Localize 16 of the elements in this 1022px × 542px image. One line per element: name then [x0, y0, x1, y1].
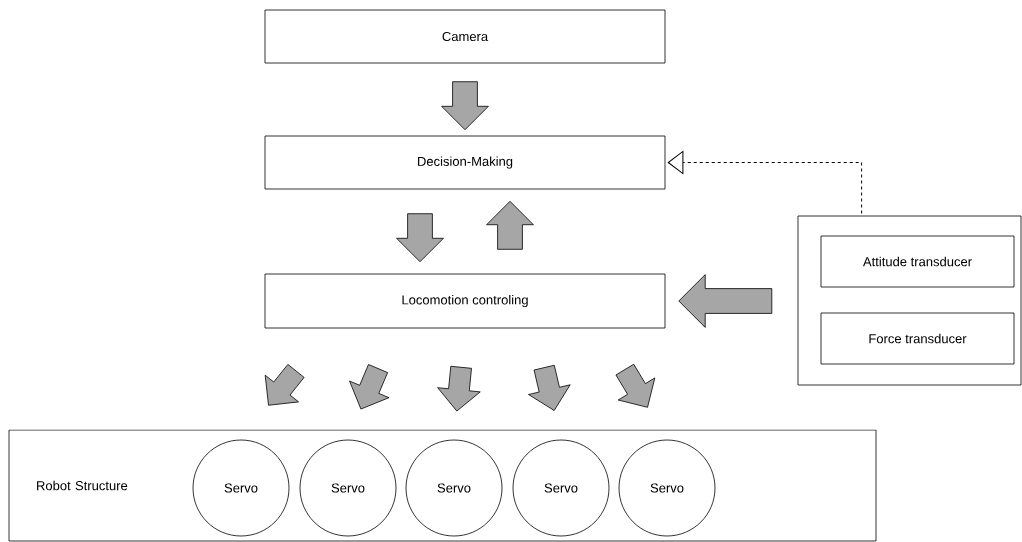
block-arrow	[396, 213, 444, 263]
block-arrow	[437, 365, 481, 412]
dashed-arrow	[667, 150, 863, 215]
block-arrow	[264, 364, 305, 406]
process-box: Camera	[264, 9, 666, 64]
sensor-box: Force transducer	[820, 312, 1015, 365]
block-arrow	[486, 200, 534, 250]
block-arrow	[441, 81, 489, 131]
block-arrow	[678, 274, 773, 328]
block-arrow	[615, 363, 656, 408]
block-arrow	[528, 364, 571, 411]
sensor-group-box	[797, 215, 1022, 386]
process-box: Decision-Making	[264, 135, 666, 190]
block-arrow	[349, 364, 390, 410]
process-box: Locomotion controling	[264, 273, 666, 329]
sensor-box: Attitude transducer	[820, 235, 1015, 288]
